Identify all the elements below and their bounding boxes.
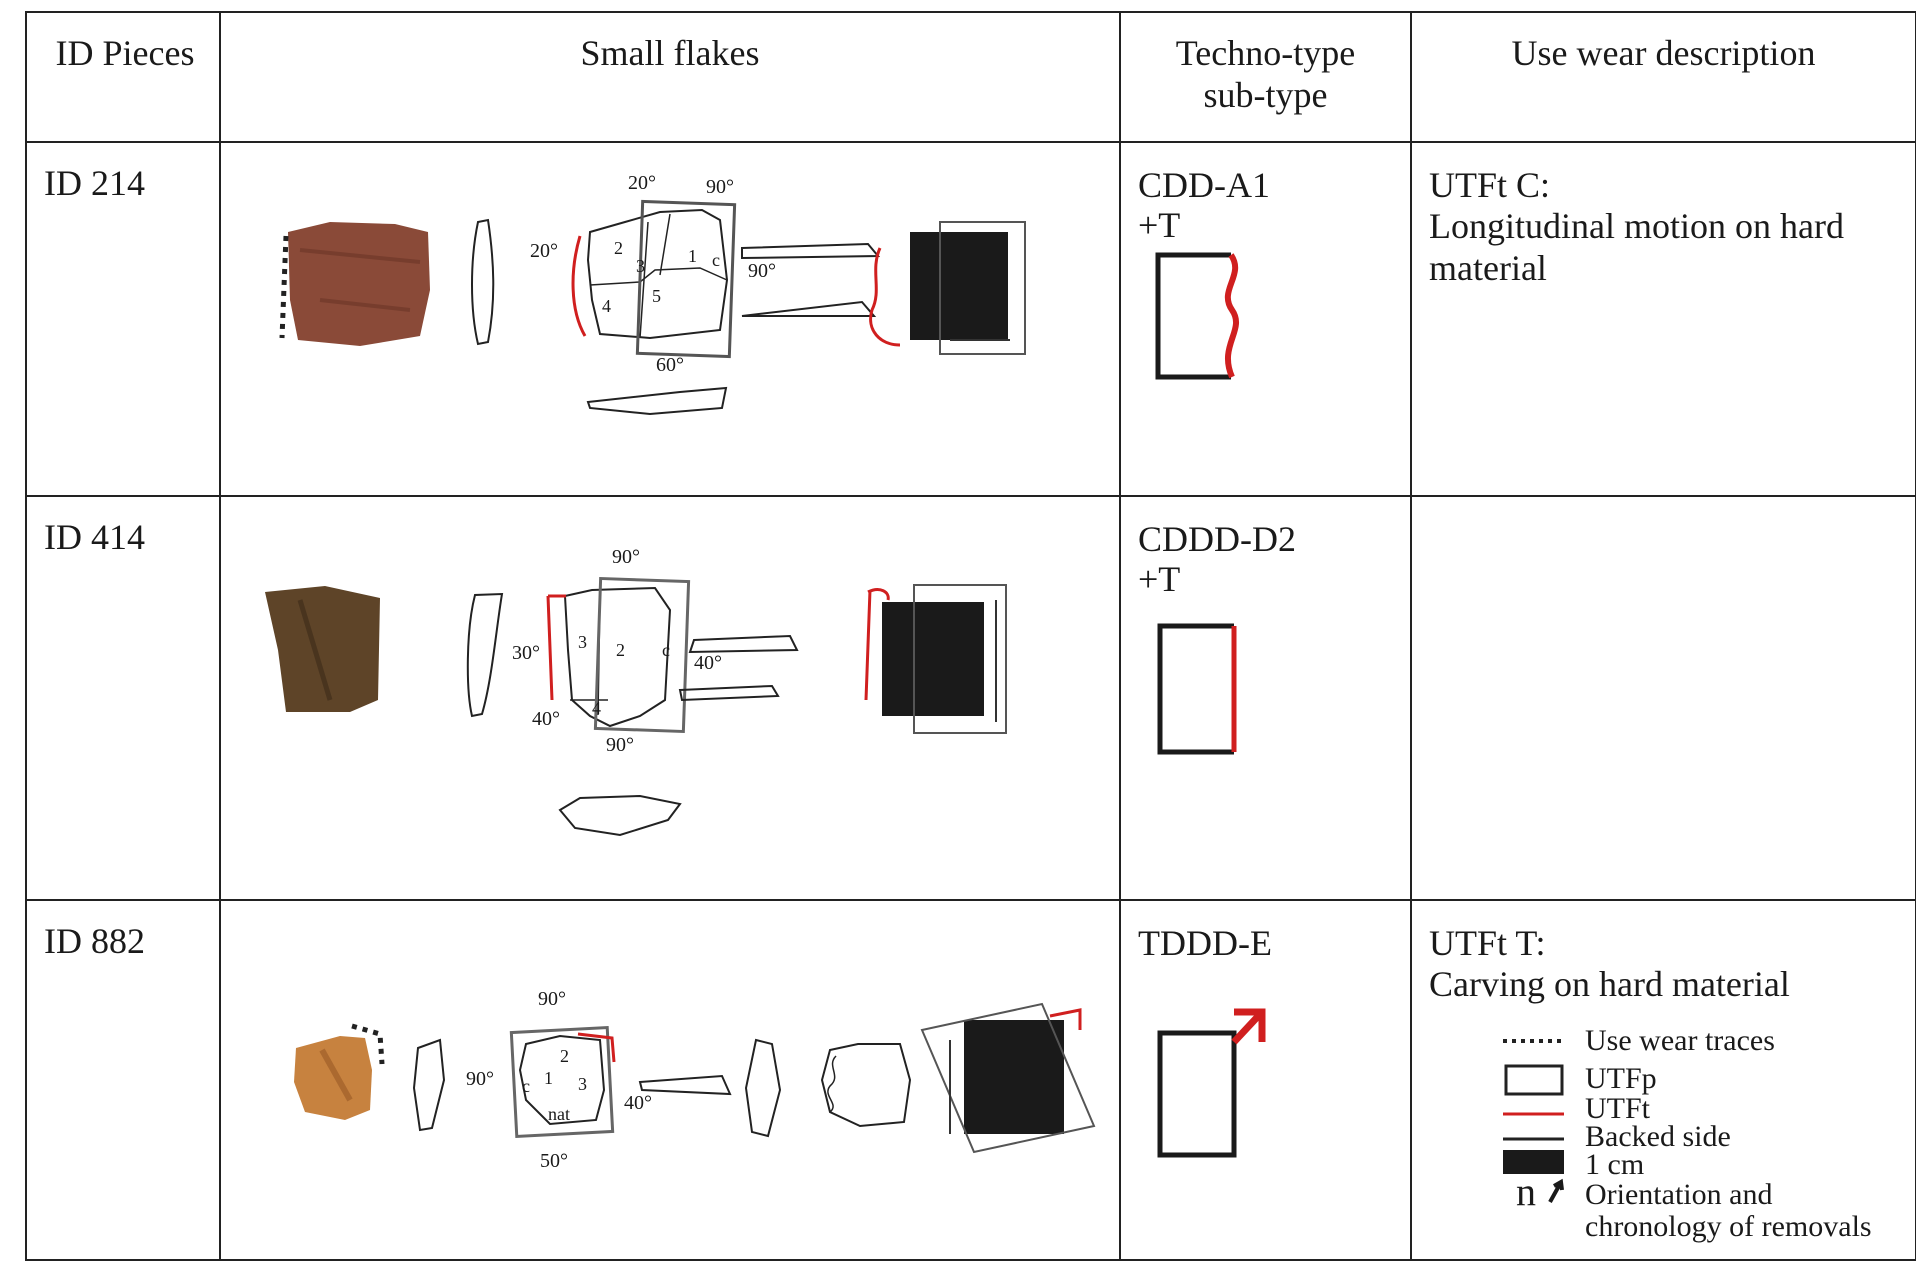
- row2-photo: [265, 586, 380, 712]
- legend-rect-outline: [1504, 1064, 1564, 1096]
- row3-removal-c: c: [522, 1076, 530, 1096]
- legend-black-block: [1503, 1150, 1564, 1174]
- header-usewear: Use wear description: [1511, 33, 1816, 73]
- legend-label-orientation: Orientation and: [1585, 1178, 1773, 1211]
- row1-techno-1: CDD-A1: [1138, 165, 1270, 205]
- row2-id: ID 414: [44, 517, 145, 557]
- row3-removal-1: 1: [544, 1068, 553, 1088]
- row1-techno-symbol: [1155, 252, 1240, 380]
- row1-utfp-rect: [635, 199, 737, 359]
- row3-angle-3: 40°: [624, 1092, 652, 1114]
- legend-label-utfp: UTFp: [1585, 1062, 1657, 1095]
- row2-techno-symbol: [1157, 623, 1237, 755]
- row3-angle-4: 50°: [540, 1150, 568, 1172]
- row1-usewear-1: UTFt C:: [1429, 165, 1551, 205]
- row2-removal-2: 2: [616, 640, 625, 660]
- row3-angle-1: 90°: [538, 988, 566, 1010]
- row2-scale-block: [882, 602, 984, 716]
- row1-angle-4: 90°: [748, 260, 776, 282]
- row1-removal-5: 5: [652, 286, 661, 306]
- legend-arrow-icon: [1548, 1178, 1564, 1203]
- row2-drawings: [265, 576, 1007, 837]
- row2-angle-5: 90°: [606, 734, 634, 756]
- row1-angle-1: 20°: [628, 172, 656, 194]
- row3-removal-2: 2: [560, 1046, 569, 1066]
- row1-usewear-2: Longitudinal motion on hard: [1429, 206, 1844, 246]
- row1-red-edge: [869, 247, 901, 347]
- row1-removal-3: 3: [636, 256, 645, 276]
- row1-removal-1: 1: [688, 246, 697, 266]
- legend-label-scale: 1 cm: [1585, 1148, 1645, 1181]
- row1-removal-2: 2: [614, 238, 623, 258]
- row1-dorsal: [586, 208, 729, 340]
- row2-red-edge: [864, 588, 890, 701]
- row2-angle-3: 40°: [694, 652, 722, 674]
- row3-angle-2: 90°: [466, 1068, 494, 1090]
- row3-techno-1: TDDD-E: [1138, 923, 1272, 963]
- row3-drawings: [294, 1002, 1096, 1154]
- row3-removal-3: 3: [578, 1074, 587, 1094]
- row3-id: ID 882: [44, 921, 145, 961]
- row1-utft-red: [571, 235, 587, 337]
- header-techno-1: Techno-type: [1175, 33, 1356, 73]
- row2-angle-4: 40°: [532, 708, 560, 730]
- row2-techno-1: CDDD-D2: [1138, 519, 1296, 559]
- row3-utft-red: [577, 1032, 616, 1063]
- row3-usewear-2: Carving on hard material: [1429, 964, 1790, 1004]
- row1-removal-4: 4: [602, 296, 611, 316]
- row1-usewear-3: material: [1429, 248, 1547, 288]
- row1-techno-2: +T: [1138, 205, 1181, 245]
- header-id: ID Pieces: [55, 33, 195, 73]
- row3-dorsal: [518, 1034, 606, 1126]
- row2-removal-4: 4: [592, 698, 601, 718]
- legend-label-orientation-2: chronology of removals: [1585, 1210, 1872, 1243]
- row1-angle-2: 90°: [706, 176, 734, 198]
- row2-angle-2: 30°: [512, 642, 540, 664]
- row1-drawings: [279, 199, 1026, 416]
- legend-label-usewear: Use wear traces: [1585, 1024, 1775, 1057]
- row3-removal-nat: nat: [548, 1104, 570, 1124]
- row1-photo: [288, 222, 430, 346]
- row3-scale-block: [964, 1020, 1064, 1134]
- row1-angle-3: 20°: [530, 240, 558, 262]
- row2-removal-3: 3: [578, 632, 587, 652]
- row3-techno-symbol: [1157, 1008, 1266, 1158]
- header-flakes: Small flakes: [580, 33, 760, 73]
- row2-techno-2: +T: [1138, 559, 1181, 599]
- legend-label-utft: UTFt: [1585, 1092, 1651, 1125]
- row1-angle-5: 60°: [656, 354, 684, 376]
- row2-dorsal: [563, 586, 672, 728]
- row1-removal-c: c: [712, 250, 720, 270]
- row3-photo: [294, 1036, 372, 1120]
- row2-utft-red: [546, 594, 566, 701]
- legend-symbols: [1503, 1039, 1564, 1203]
- row3-usewear-1: UTFt T:: [1429, 923, 1546, 963]
- row2-utfp-rect: [593, 576, 691, 734]
- row2-removal-c: c: [662, 640, 670, 660]
- header-techno-2: sub-type: [1203, 75, 1328, 115]
- legend-n-glyph: n: [1516, 1169, 1536, 1214]
- row2-angle-1: 90°: [612, 546, 640, 568]
- row1-usewear-dots: [279, 235, 289, 339]
- row1-id: ID 214: [44, 163, 145, 203]
- legend-label-backed: Backed side: [1585, 1120, 1731, 1153]
- row3-red-corner: [1049, 1008, 1082, 1030]
- table-grid: [25, 11, 1916, 1261]
- row1-scale-block: [910, 232, 1008, 340]
- row3-utfp-rect: [509, 1025, 615, 1139]
